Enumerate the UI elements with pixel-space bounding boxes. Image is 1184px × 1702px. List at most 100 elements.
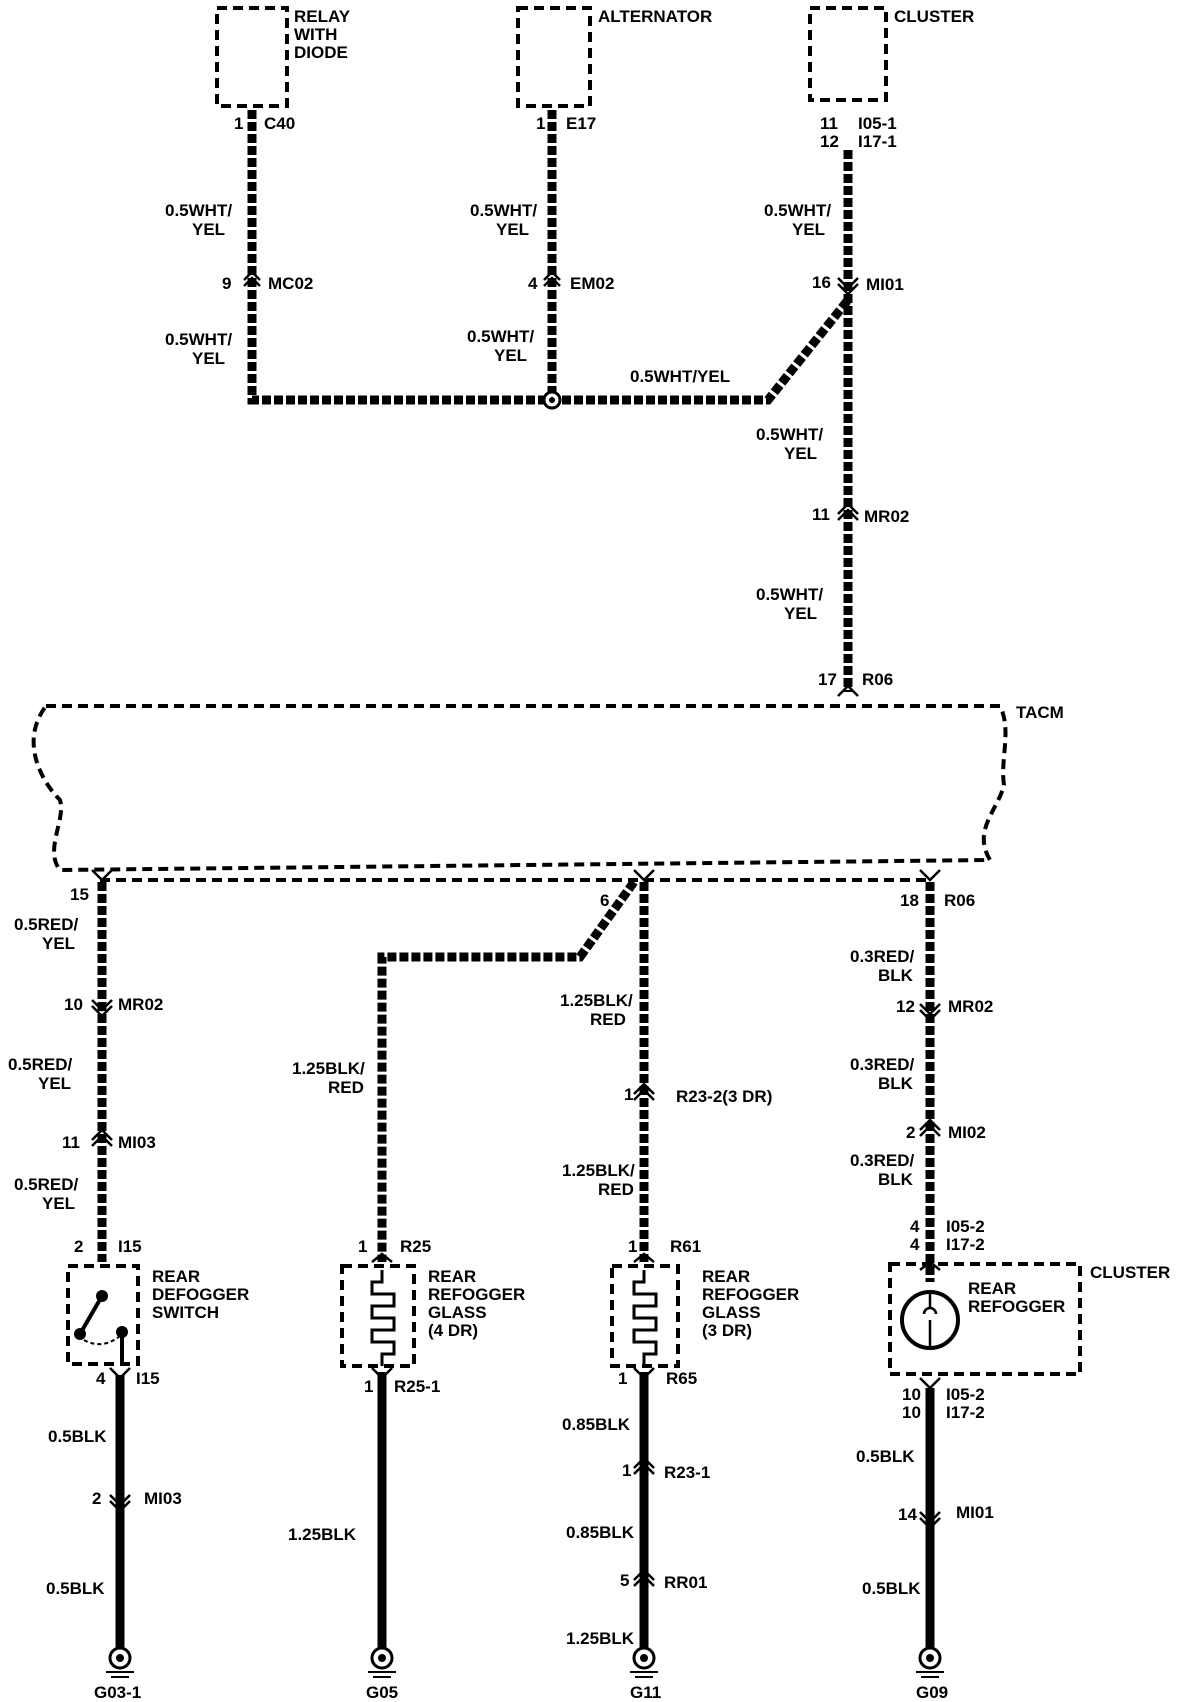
glass4dr-bottom-connector: R25-1 [394, 1377, 440, 1396]
wire-label: YEL [38, 1074, 71, 1093]
em02-connector-icon [543, 270, 561, 287]
wire-label: RED [598, 1180, 634, 1199]
heater-grid-icon [370, 1270, 396, 1366]
glass3dr-bottom-pin: 1 [618, 1369, 627, 1388]
wire-label: YEL [792, 220, 825, 239]
switch-contact-left [74, 1328, 86, 1340]
switch-label-3: SWITCH [152, 1303, 219, 1322]
wire-label: 0.5WHT/ [470, 201, 537, 220]
cluster-bottom-conn-top-b: I17-2 [946, 1235, 985, 1254]
wire-label: YEL [496, 220, 529, 239]
cluster-bottom-bot-connector-icon [919, 1377, 941, 1390]
switch-top-connector: I15 [118, 1237, 142, 1256]
tacm-top-pin: 17 [818, 670, 837, 689]
connector-name: MR02 [118, 995, 163, 1014]
wire-tacm-glass4dr [377, 879, 638, 1262]
connector-pin: 14 [898, 1505, 917, 1524]
glass4dr-bottom-connector-icon [371, 1367, 393, 1380]
switch-top-pin: 2 [74, 1237, 83, 1256]
r23-2-connector-icon [633, 1082, 655, 1101]
switch-arc [83, 1335, 121, 1346]
tacm-right-connector: R06 [944, 891, 975, 910]
mr02-left-connector-icon [91, 999, 113, 1018]
mi03-bot-connector-icon [109, 1494, 131, 1513]
connector-name: R23-1 [664, 1463, 710, 1482]
glass4dr-label-3: GLASS [428, 1303, 487, 1322]
wire-label: 0.5RED/ [8, 1055, 73, 1074]
mi01-bot-connector-icon [919, 1511, 941, 1530]
cluster-bottom-label: CLUSTER [1090, 1263, 1170, 1282]
connector-pin: 1 [624, 1085, 633, 1104]
relay-box [215, 6, 289, 108]
connector-name: MC02 [268, 274, 313, 293]
wire-label: 0.5WHT/ [165, 330, 232, 349]
r23-1-connector-icon [633, 1456, 655, 1475]
glass4dr-label-2: REFOGGER [428, 1285, 525, 1304]
wire-label: 0.3RED/ [850, 1055, 915, 1074]
alternator-connector: E17 [566, 114, 596, 133]
glass3dr-label-1: REAR [702, 1267, 750, 1286]
cluster-top-conn-b: I17-1 [858, 132, 897, 151]
ground-g05-icon [368, 1646, 396, 1678]
r06-top-connector-icon [837, 684, 859, 697]
rr01-connector-icon [633, 1568, 655, 1587]
wire-label: 0.5WHT/ [756, 425, 823, 444]
mi02-connector-icon [919, 1118, 941, 1137]
glass4dr-label-4: (4 DR) [428, 1321, 478, 1340]
glass3dr-label-4: (3 DR) [702, 1321, 752, 1340]
wire-label: 1.25BLK [566, 1629, 635, 1648]
wire-label: 0.5WHT/ [165, 201, 232, 220]
glass4dr-top-connector: R25 [400, 1237, 431, 1256]
tacm-top-connector: R06 [862, 670, 893, 689]
connector-pin: 12 [896, 997, 915, 1016]
connector-name: MI03 [144, 1489, 182, 1508]
mr02-right-connector-icon [919, 1003, 941, 1022]
wire-label: RED [590, 1010, 626, 1029]
tacm-pin18-connector-icon [919, 869, 941, 882]
relay-connector: C40 [264, 114, 295, 133]
tacm-label: TACM [1016, 703, 1064, 722]
wire-label: 0.5BLK [46, 1579, 105, 1598]
splice-center [549, 397, 555, 403]
connector-name: MR02 [948, 997, 993, 1016]
wire-label: 0.3RED/ [850, 1151, 915, 1170]
mc02-connector-icon [243, 270, 261, 287]
switch-label-2: DEFOGGER [152, 1285, 249, 1304]
wire-label: 0.3RED/ [850, 947, 915, 966]
glass4dr-box [340, 1264, 416, 1368]
connector-name: RR01 [664, 1573, 707, 1592]
connector-pin: 2 [906, 1123, 915, 1142]
glass3dr-top-connector: R61 [670, 1237, 701, 1256]
wire-label: 0.5RED/ [14, 1175, 79, 1194]
cluster-top-conn-a: I05-1 [858, 114, 897, 133]
glass3dr-bottom-connector: R65 [666, 1369, 697, 1388]
wire-alternator [547, 110, 852, 405]
ground-label: G11 [630, 1683, 661, 1702]
switch-lever [78, 1294, 104, 1336]
ground-label: G09 [916, 1683, 948, 1702]
relay-label-2: WITH [294, 25, 337, 44]
tacm-mid-pin: 6 [600, 891, 609, 910]
cluster-top-pin-a: 11 [820, 114, 838, 133]
heater-grid-icon [632, 1270, 658, 1366]
ground-g09-icon [916, 1646, 944, 1678]
connector-name: MI02 [948, 1123, 986, 1142]
wire-label: 0.5BLK [862, 1579, 921, 1598]
cluster-bottom-pin-bot-b: 10 [902, 1403, 921, 1422]
wire-label: YEL [192, 220, 225, 239]
wire-label: 1.25BLK/ [560, 991, 633, 1010]
tacm-pin15-connector-icon [91, 869, 113, 882]
connector-pin: 9 [222, 274, 231, 293]
alternator-label: ALTERNATOR [598, 7, 712, 26]
glass3dr-label-2: REFOGGER [702, 1285, 799, 1304]
wire-relay [247, 110, 552, 405]
wire-label: 0.5WHT/ [756, 585, 823, 604]
wire-label: BLK [878, 1074, 914, 1093]
tacm-left-pin: 15 [70, 885, 89, 904]
cluster-top-label: CLUSTER [894, 7, 974, 26]
wire-label: 0.5RED/ [14, 915, 79, 934]
glass4dr-top-connector-icon [371, 1252, 393, 1263]
glass3dr-label-3: GLASS [702, 1303, 761, 1322]
tacm-module [31, 704, 1008, 873]
glass3dr-top-connector-icon [633, 1252, 655, 1263]
